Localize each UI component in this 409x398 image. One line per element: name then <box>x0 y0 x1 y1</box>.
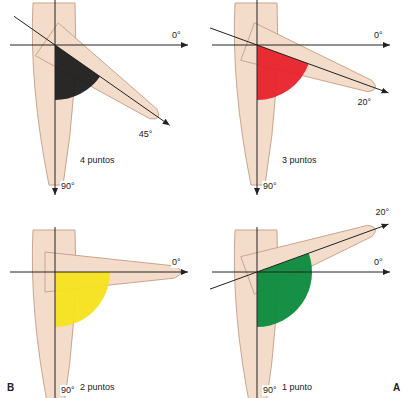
range-wedge <box>55 45 100 100</box>
ninety-axis <box>257 0 258 195</box>
zero-axis <box>212 45 390 46</box>
angle-line <box>14 16 170 125</box>
ninety-axis <box>55 0 56 195</box>
angle-label: 90° <box>262 181 278 192</box>
angle-label: 90° <box>262 385 278 396</box>
angle-label: 0° <box>171 30 182 41</box>
angle-line <box>210 28 389 93</box>
angle-label: 20° <box>375 207 391 218</box>
angle-line <box>210 224 389 289</box>
angle-label: 0° <box>171 257 182 268</box>
range-wedge <box>55 272 110 327</box>
range-wedge <box>257 253 312 327</box>
panel-letter: A <box>392 382 401 393</box>
score-label: 2 puntos <box>79 382 116 393</box>
score-label: 4 puntos <box>79 155 116 166</box>
angle-label: 45° <box>138 129 154 140</box>
zero-axis <box>212 272 390 273</box>
angle-label: 0° <box>373 257 384 268</box>
ninety-axis <box>257 227 258 398</box>
angle-label: 90° <box>60 181 76 192</box>
ninety-axis <box>55 227 56 398</box>
score-label: 1 punto <box>281 382 313 393</box>
panel-letter: B <box>6 382 15 393</box>
score-label: 3 puntos <box>281 155 318 166</box>
angle-label: 20° <box>357 97 373 108</box>
range-wedge <box>257 45 309 100</box>
zero-axis <box>10 272 188 273</box>
angle-label: 90° <box>60 385 76 396</box>
zero-axis <box>10 45 188 46</box>
angle-label: 0° <box>373 30 384 41</box>
